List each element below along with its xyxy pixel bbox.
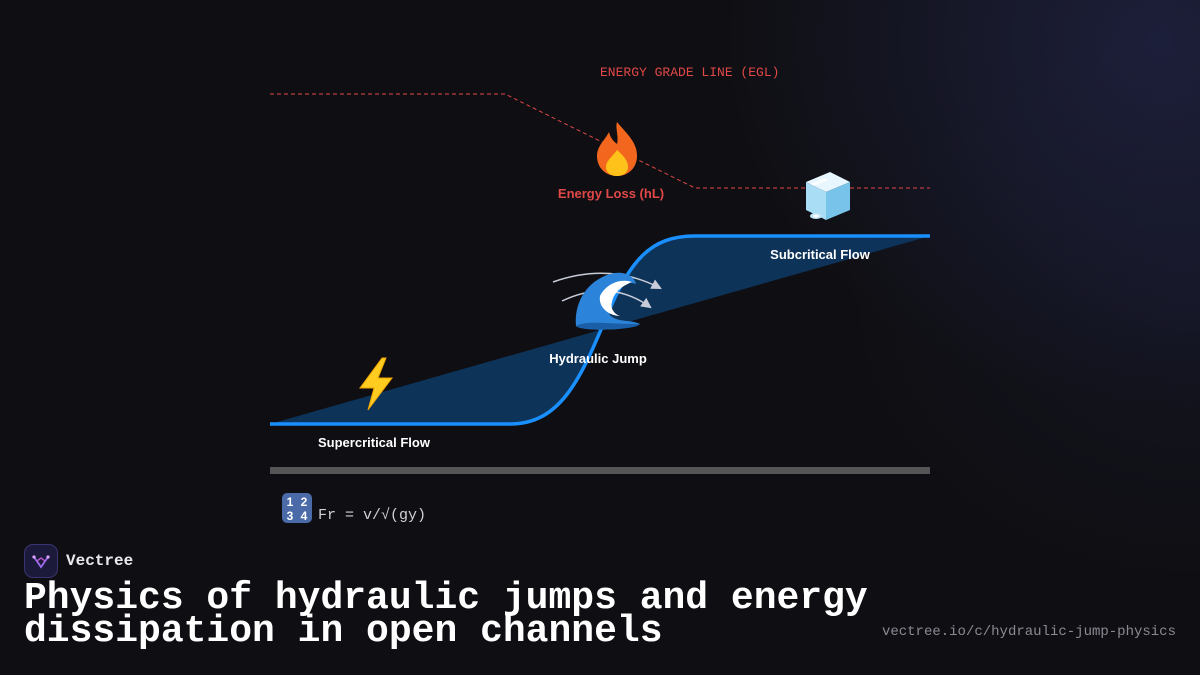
fire-icon xyxy=(597,122,637,176)
subcritical-flow-label: Subcritical Flow xyxy=(770,247,871,262)
wave-icon xyxy=(575,272,640,330)
hydraulic-jump-diagram: ENERGY GRADE LINE (EGL) 1 2 3 4 Energ xyxy=(270,65,930,524)
froude-formula: Fr = v/√(gy) xyxy=(318,506,426,524)
source-url[interactable]: vectree.io/c/hydraulic-jump-physics xyxy=(881,624,1176,640)
svg-text:4: 4 xyxy=(301,509,308,523)
supercritical-flow-label: Supercritical Flow xyxy=(318,435,431,450)
svg-text:3: 3 xyxy=(287,509,294,523)
brand: Vectree xyxy=(24,544,133,578)
vectree-logo-icon xyxy=(24,544,58,578)
page-title: Physics of hydraulic jumps and energy di… xyxy=(24,577,868,653)
egl-label: ENERGY GRADE LINE (EGL) xyxy=(600,65,779,80)
lightning-icon xyxy=(359,357,393,411)
svg-text:1: 1 xyxy=(287,495,294,509)
svg-text:2: 2 xyxy=(301,495,308,509)
channel-bed xyxy=(270,467,930,474)
numbers-icon: 1 2 3 4 xyxy=(282,493,312,523)
brand-name: Vectree xyxy=(66,552,134,570)
energy-loss-label: Energy Loss (hL) xyxy=(558,186,664,201)
ice-cube-icon xyxy=(806,172,850,220)
hydraulic-jump-label: Hydraulic Jump xyxy=(549,351,647,366)
water-surface-line xyxy=(270,234,930,426)
turbulence-arrow-upper xyxy=(552,272,662,289)
